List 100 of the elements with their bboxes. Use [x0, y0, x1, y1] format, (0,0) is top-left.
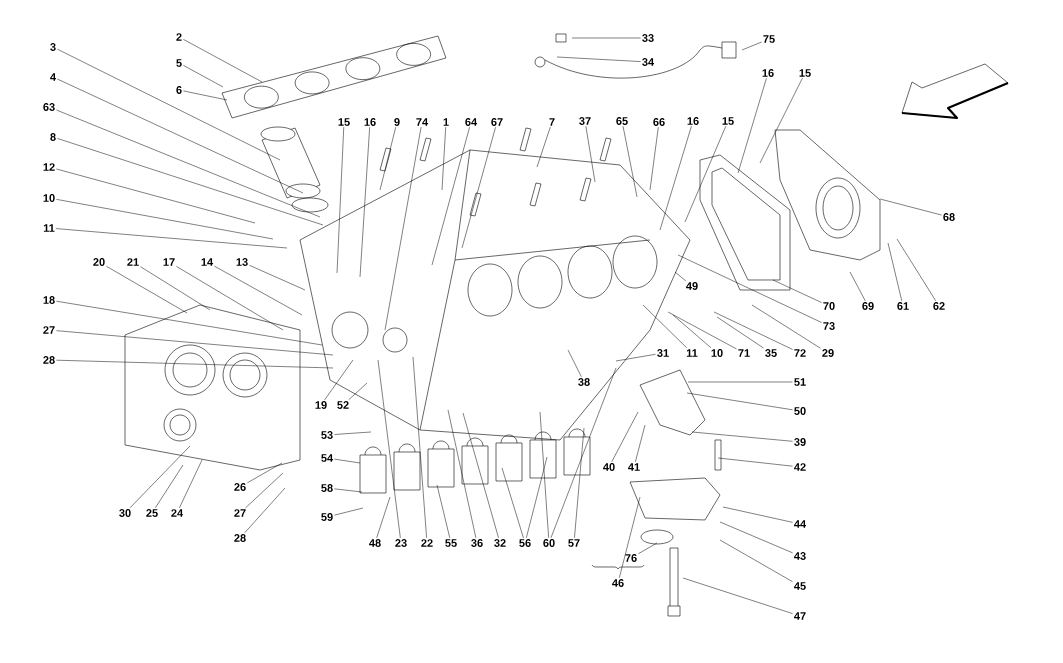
leader-line — [635, 424, 646, 463]
leader-line — [638, 542, 658, 554]
callout-number: 14 — [201, 258, 214, 266]
leader-line — [642, 304, 688, 349]
leader-line — [412, 356, 427, 539]
callout-number: 19 — [315, 401, 327, 409]
callout-number: 67 — [491, 118, 503, 126]
leader-line — [447, 409, 477, 539]
leader-line — [431, 126, 470, 266]
leader-line — [571, 37, 641, 39]
leader-line — [140, 266, 211, 311]
callout-number: 27 — [43, 326, 55, 334]
leader-line — [719, 539, 793, 582]
callout-number: 23 — [395, 539, 407, 547]
callout-number: 11 — [686, 349, 698, 357]
leader-line — [672, 314, 712, 349]
callout-number: 15 — [722, 117, 734, 125]
callout-number: 53 — [321, 431, 333, 439]
leader-line — [741, 41, 762, 51]
callout-number: 60 — [543, 539, 555, 547]
leader-line — [336, 126, 344, 274]
leader-line — [462, 412, 499, 539]
callout-number: 39 — [794, 438, 806, 446]
callout-number: 27 — [234, 509, 246, 517]
callout-number: 25 — [146, 509, 158, 517]
leader-line — [183, 65, 224, 88]
leader-line — [244, 487, 286, 534]
callout-number: 9 — [394, 118, 400, 126]
leader-line — [334, 488, 363, 493]
leader-line — [585, 125, 596, 183]
leader-line — [461, 126, 496, 249]
callout-number: 29 — [822, 349, 834, 357]
callout-number: 24 — [171, 509, 184, 517]
callout-number: 21 — [127, 258, 139, 266]
callout-number: 62 — [933, 302, 945, 310]
callout-number: 59 — [321, 513, 333, 521]
callout-number: 1 — [443, 118, 449, 126]
leader-line — [615, 354, 656, 362]
leader-line — [214, 265, 303, 316]
leader-line — [334, 431, 372, 435]
leader-line — [682, 577, 793, 614]
callout-number: 8 — [50, 133, 56, 141]
callout-number: 40 — [603, 463, 615, 471]
leader-line — [686, 392, 793, 411]
callout-number: 18 — [43, 296, 55, 304]
callout-number: 2 — [176, 33, 182, 41]
callout-number: 33 — [642, 34, 654, 42]
leader-line — [687, 381, 793, 383]
leader-line — [55, 228, 288, 249]
leader-line — [737, 77, 767, 174]
leader-line — [56, 300, 323, 346]
leader-line — [179, 459, 203, 509]
callout-number: 35 — [765, 349, 777, 357]
callout-number: 20 — [93, 258, 105, 266]
leader-line — [377, 359, 401, 539]
leader-line — [348, 382, 368, 401]
leader-line — [56, 359, 334, 369]
callout-number: 70 — [823, 302, 835, 310]
leader-line — [379, 126, 396, 191]
leader-line — [57, 138, 324, 226]
leader-line — [183, 90, 228, 101]
callout-number: 26 — [234, 483, 246, 491]
callout-number: 17 — [163, 258, 175, 266]
callout-number: 10 — [43, 194, 55, 202]
callout-number: 48 — [369, 539, 381, 547]
leader-line — [56, 330, 334, 356]
callout-number: 50 — [794, 407, 806, 415]
callout-number: 64 — [465, 118, 478, 126]
leader-line — [677, 254, 822, 323]
callout-number: 37 — [579, 117, 591, 125]
callout-number: 74 — [416, 118, 429, 126]
callout-number: 61 — [897, 302, 909, 310]
leader-line — [56, 199, 274, 240]
callout-number: 55 — [445, 539, 457, 547]
callout-number: 49 — [686, 282, 698, 290]
callout-number: 46 — [612, 579, 624, 587]
leader-line — [106, 266, 188, 314]
callout-number: 76 — [625, 554, 637, 562]
leader-line — [245, 472, 284, 509]
callout-number: 16 — [762, 69, 774, 77]
leader-line — [526, 456, 548, 539]
callout-number: 28 — [43, 356, 55, 364]
callout-number: 72 — [794, 349, 806, 357]
callout-number: 51 — [794, 378, 806, 386]
leader-line — [759, 77, 803, 164]
leader-line — [684, 125, 727, 223]
leader-line — [659, 125, 692, 231]
callout-number: 56 — [519, 539, 531, 547]
callout-number: 12 — [43, 163, 55, 171]
callout-number: 4 — [50, 73, 56, 81]
callout-number: 5 — [176, 59, 182, 67]
leader-line — [674, 271, 686, 282]
callout-number: 69 — [862, 302, 874, 310]
leader-line — [887, 242, 902, 302]
leader-line — [667, 311, 737, 350]
callout-number: 52 — [337, 401, 349, 409]
callout-number: 43 — [794, 552, 806, 560]
leader-line — [56, 168, 256, 224]
leader-line — [722, 506, 793, 523]
leader-line — [129, 445, 191, 509]
